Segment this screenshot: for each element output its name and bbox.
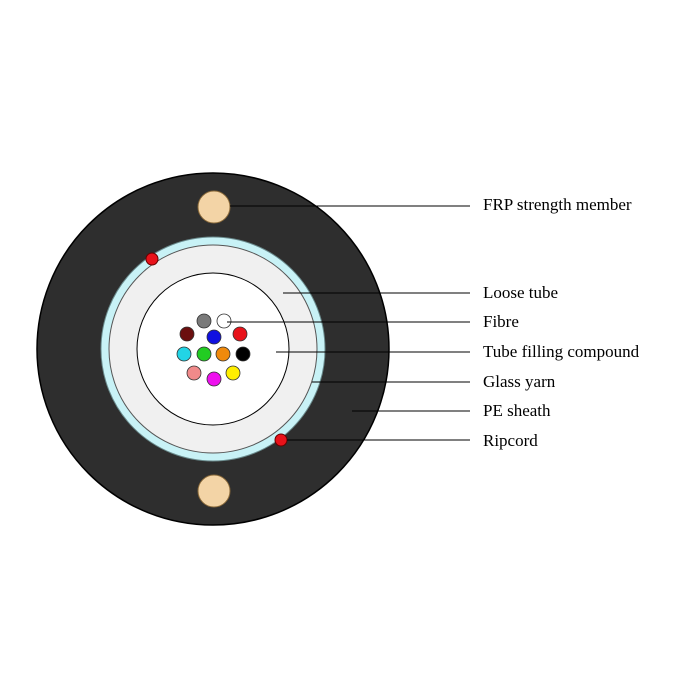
fibre-grey: [196, 313, 212, 329]
fibre-rose: [186, 365, 202, 381]
frp-strength-member-bottom: [197, 474, 231, 508]
fibre-bundle: [176, 313, 251, 387]
fibre-brown: [179, 326, 195, 342]
ripcord-bottom-right: [274, 433, 288, 447]
label-frp-strength-member: FRP strength member: [483, 195, 632, 214]
fibre-orange: [215, 346, 231, 362]
fibre-blue: [206, 329, 222, 345]
tube-filling-compound: [136, 272, 290, 426]
label-loose-tube: Loose tube: [483, 283, 558, 302]
fibre-white: [216, 313, 232, 329]
fibre-red: [232, 326, 248, 342]
label-ripcord: Ripcord: [483, 431, 538, 450]
fibre-aqua: [176, 346, 192, 362]
label-fibre: Fibre: [483, 312, 519, 331]
fibre-black: [235, 346, 251, 362]
ripcord-top-left: [145, 252, 159, 266]
fibre-violet: [206, 371, 222, 387]
fibre-green: [196, 346, 212, 362]
label-tube-filling-compound: Tube filling compound: [483, 342, 640, 361]
label-pe-sheath: PE sheath: [483, 401, 551, 420]
fibre-yellow: [225, 365, 241, 381]
frp-strength-member-top: [197, 190, 231, 224]
label-glass-yarn: Glass yarn: [483, 372, 556, 391]
